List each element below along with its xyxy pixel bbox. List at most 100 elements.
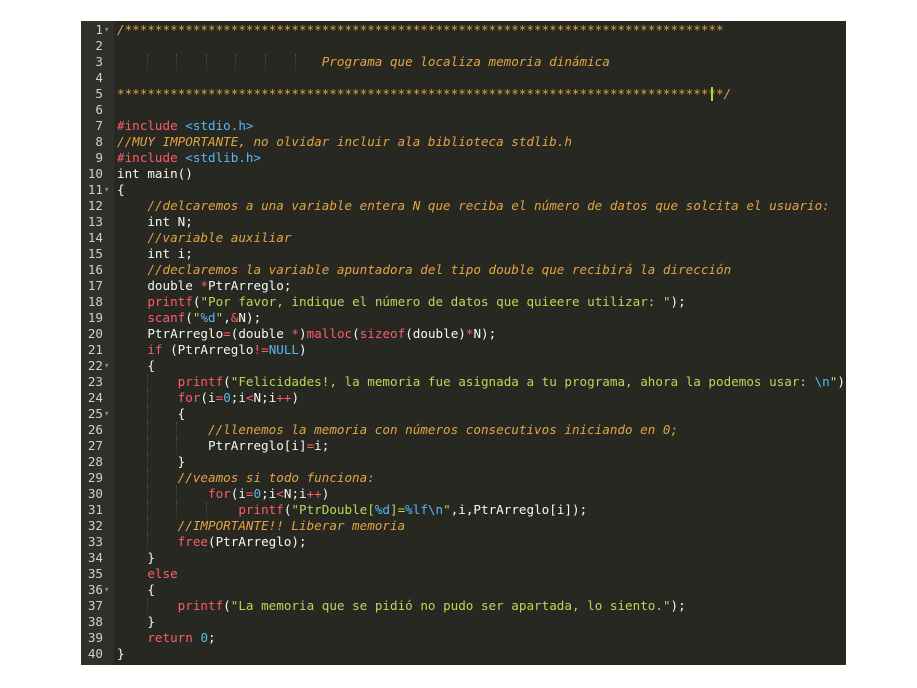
code-token: "Felicidades!, la memoria fue asignada a… [230,374,815,389]
code-token: < [245,390,254,405]
line-number: 36 [87,582,103,597]
code-text: } [117,454,186,470]
code-line[interactable]: 18 printf("Por favor, indique el número … [81,294,846,310]
code-line[interactable]: 20 PtrArreglo=(double *)malloc(sizeof(do… [81,326,846,342]
line-number: 4 [95,70,103,85]
line-number: 25 [87,406,103,421]
fold-chevron-icon[interactable]: ▾ [104,25,110,35]
code-line[interactable]: 33 free(PtrArreglo); [81,534,846,550]
line-number: 13 [87,214,103,229]
code-text: } [117,550,155,566]
line-number: 10 [87,166,103,181]
code-line[interactable]: 27 PtrArreglo[i]=i; [81,438,846,454]
code-line[interactable]: 9#include <stdlib.h> [81,150,846,166]
indent-guide [146,518,149,534]
code-line[interactable]: 4 [81,70,846,86]
code-token: %d [374,502,390,517]
code-line[interactable]: 35 else [81,566,846,582]
code-text: if (PtrArreglo!=NULL) [117,342,306,358]
code-token: * [291,326,300,341]
code-token [117,262,147,277]
code-line[interactable]: 22▾ { [81,358,846,374]
code-token: sizeof [359,326,406,341]
code-token: scanf [147,310,186,325]
code-token: "Por favor, indique el número de datos q… [200,294,671,309]
code-line[interactable]: 15 int i; [81,246,846,262]
fold-chevron-icon[interactable]: ▾ [104,585,110,595]
code-line[interactable]: 13 int N; [81,214,846,230]
code-line[interactable]: 8//MUY IMPORTANTE, no olvidar incluir al… [81,134,846,150]
code-line[interactable]: 19 scanf("%d",&N); [81,310,846,326]
indent-guide [176,422,178,438]
fold-chevron-icon[interactable]: ▾ [104,361,110,371]
code-text: printf("Felicidades!, la memoria fue asi… [117,374,846,390]
indent-guide [146,454,149,470]
code-token: malloc [306,326,353,341]
code-line[interactable]: 14 //variable auxiliar [81,230,846,246]
line-number: 12 [87,198,103,213]
code-line[interactable]: 2 [81,38,846,54]
indent-guide [146,534,149,550]
line-number: 37 [87,598,103,613]
code-line[interactable]: 26 //llenemos la memoria con números con… [81,422,846,438]
code-line[interactable]: 3 Programa que localiza memoria dinámica [81,54,846,70]
code-line[interactable]: 23 printf("Felicidades!, la memoria fue … [81,374,846,390]
code-line[interactable]: 5***************************************… [81,86,846,102]
code-line[interactable]: 6 [81,102,846,118]
code-line[interactable]: 37 printf("La memoria que se pidió no pu… [81,598,846,614]
code-line[interactable]: 21 if (PtrArreglo!=NULL) [81,342,846,358]
indent-guide [146,406,149,422]
code-text: //veamos si todo funciona: [117,470,375,486]
code-token: printf [147,294,193,309]
code-token: } [117,614,155,629]
code-line[interactable]: 1▾/*************************************… [81,22,846,38]
code-token: ++ [306,486,322,501]
code-line[interactable]: 38 } [81,614,846,630]
code-line[interactable]: 39 return 0; [81,630,846,646]
code-line[interactable]: 34 } [81,550,846,566]
code-line[interactable]: 31 printf("PtrDouble[%d]=%lf\n",i,PtrArr… [81,502,846,518]
code-line[interactable]: 11▾{ [81,182,846,198]
code-line[interactable]: 28 } [81,454,846,470]
code-token: //veamos si todo funciona: [177,470,375,485]
code-line[interactable]: 29 //veamos si todo funciona: [81,470,846,486]
code-token: ; [208,630,216,645]
line-number: 21 [87,342,103,357]
code-line[interactable]: 17 double *PtrArreglo; [81,278,846,294]
code-editor[interactable]: 1▾/*************************************… [81,21,846,665]
line-number: 2 [95,38,103,53]
code-text: double *PtrArreglo; [117,278,291,294]
code-token: 0 [253,486,262,501]
line-number: 40 [87,646,103,661]
code-line[interactable]: 25▾ { [81,406,846,422]
code-line[interactable]: 40} [81,646,846,662]
code-token: N;i [283,486,307,501]
code-text: #include <stdlib.h> [117,150,261,166]
code-token: ( [185,310,193,325]
indent-guide [176,486,178,502]
fold-chevron-icon[interactable]: ▾ [104,409,110,419]
code-line[interactable]: 16 //declaremos la variable apuntadora d… [81,262,846,278]
code-token: N); [238,310,262,325]
code-line[interactable]: 36▾ { [81,582,846,598]
code-token: Programa que localiza memoria dinámica [117,54,610,69]
code-line[interactable]: 30 for(i=0;i<N;i++) [81,486,846,502]
code-line[interactable]: 7#include <stdio.h> [81,118,846,134]
fold-chevron-icon[interactable]: ▾ [104,185,110,195]
code-text: //IMPORTANTE!! Liberar memoria [117,518,405,534]
code-text: { [117,358,155,374]
code-token: ;i [230,390,246,405]
line-number: 16 [87,262,103,277]
code-line[interactable]: 12 //delcaremos a una variable entera N … [81,198,846,214]
indent-guide [146,54,149,70]
line-number: 29 [87,470,103,485]
code-token: ) [291,390,300,405]
code-line[interactable]: 24 for(i=0;i<N;i++) [81,390,846,406]
code-token: /***************************************… [117,22,724,37]
line-number: 39 [87,630,103,645]
code-line[interactable]: 32 //IMPORTANTE!! Liberar memoria [81,518,846,534]
indent-guide [146,374,149,390]
code-text: printf("Por favor, indique el número de … [117,294,685,310]
code-token: %d [200,310,216,325]
